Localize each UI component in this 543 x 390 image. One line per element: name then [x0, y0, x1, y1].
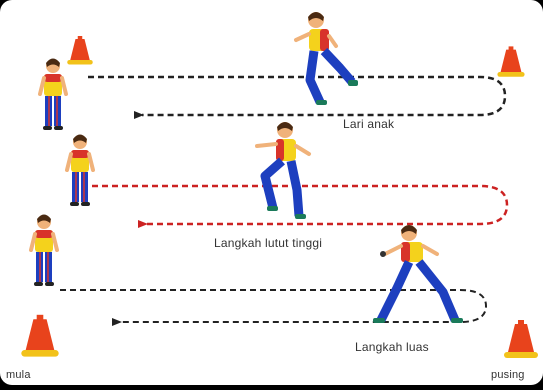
- label-mula: mula: [6, 369, 31, 381]
- label-pusing: pusing: [491, 369, 525, 381]
- label-langkah-lutut-tinggi: Langkah lutut tinggi: [214, 236, 322, 250]
- label-lari-anak: Lari anak: [343, 117, 394, 131]
- label-langkah-luas: Langkah luas: [355, 340, 429, 354]
